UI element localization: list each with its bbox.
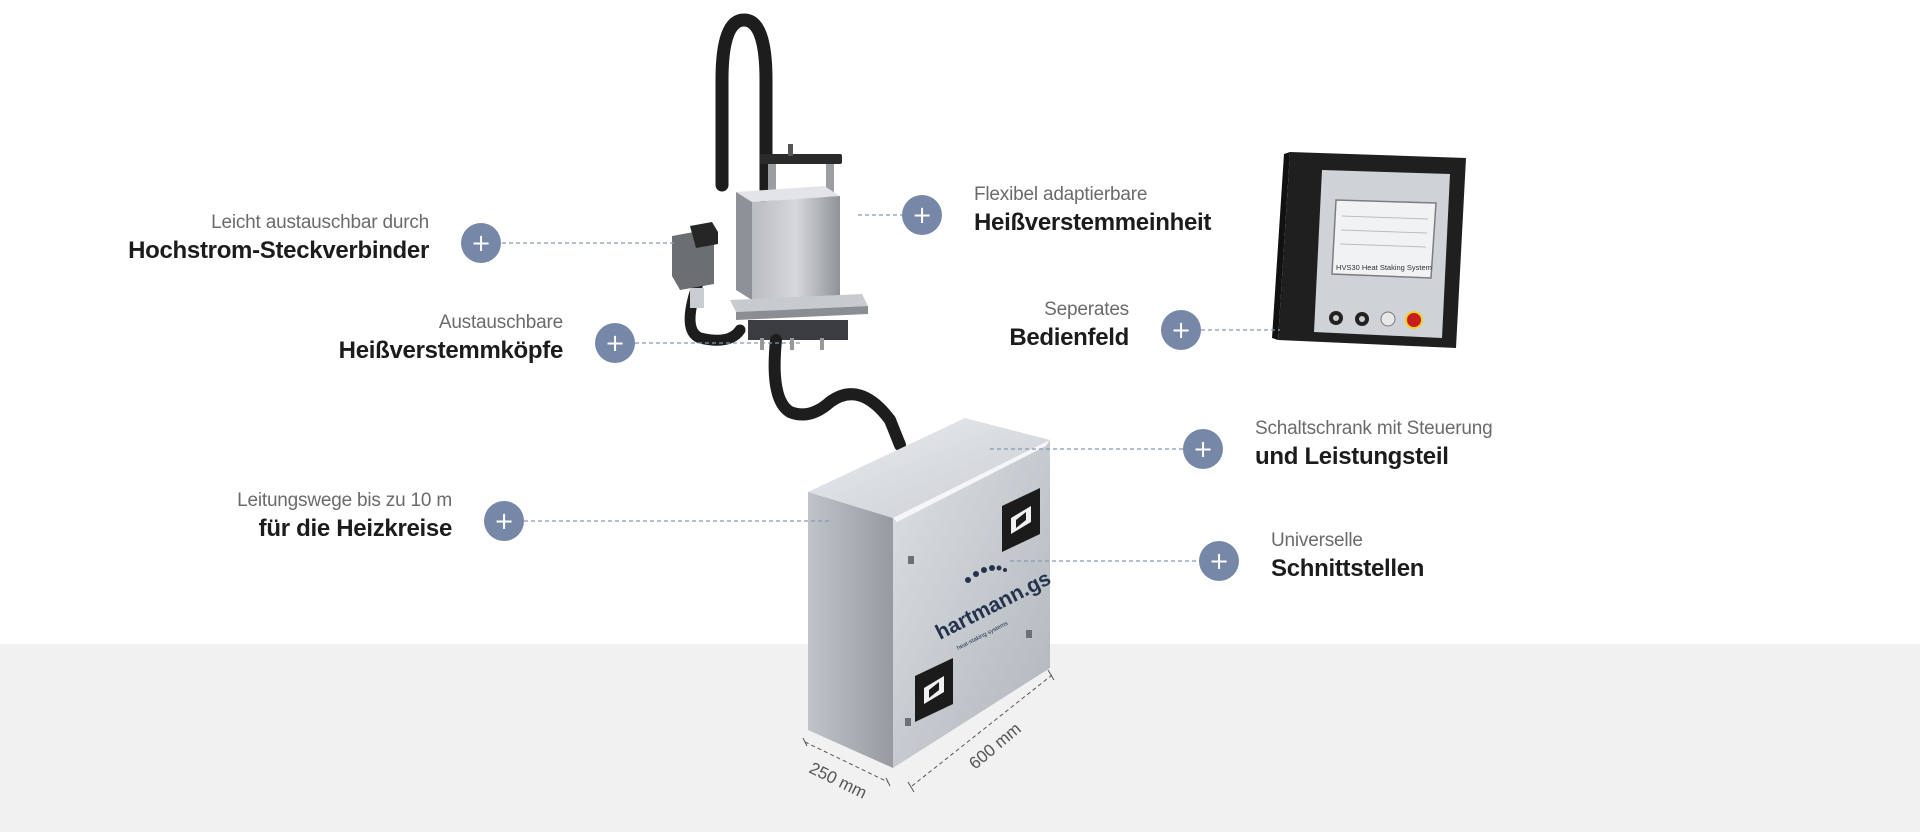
- plus-icon: +: [470, 229, 492, 257]
- steckverbinder-plus-button[interactable]: +: [461, 223, 501, 263]
- plus-icon: +: [493, 507, 515, 535]
- hotspot-subtitle: Leicht austauschbar durch: [211, 212, 429, 233]
- hotspot-label: Seperates Bedienfeld: [1009, 300, 1129, 350]
- hotspot-label: Austauschbare Heißverstemmköpfe: [338, 312, 564, 364]
- hotspot-subtitle: Leitungswege bis zu 10 m: [237, 490, 452, 511]
- hotspot-title: für die Heizkreise: [258, 515, 453, 542]
- hotspot-title: Hochstrom-Steckverbinder: [128, 237, 429, 264]
- heissverstemmeinheit-plus-button[interactable]: +: [902, 195, 942, 235]
- hotspot-title: Bedienfeld: [1009, 324, 1129, 351]
- hotspot-subtitle: Austauschbare: [438, 312, 563, 333]
- schnittstellen-plus-button[interactable]: +: [1199, 541, 1239, 581]
- hotspot-label: Leitungswege bis zu 10 m für die Heizkre…: [237, 491, 452, 541]
- plus-icon: +: [1208, 547, 1230, 575]
- hotspot-title: und Leistungsteil: [1255, 443, 1449, 470]
- plus-icon: +: [1192, 435, 1214, 463]
- hotspot-title: Schnittstellen: [1271, 555, 1425, 582]
- hotspot-label: Leicht austauschbar durch Hochstrom-Stec…: [128, 213, 429, 263]
- heizkoepfe-plus-button[interactable]: +: [595, 323, 635, 363]
- hotspot-subtitle: Flexibel adaptierbare: [974, 184, 1148, 205]
- heat-staking-unit: [672, 13, 906, 451]
- control-cabinet: hartmann.gs heat-staking systems: [808, 418, 1055, 768]
- leader-lines: [502, 214, 1280, 562]
- dimension-width-label: 600 mm: [965, 719, 1024, 773]
- hotspot-label: Flexibel adaptierbare Heißverstemmeinhei…: [974, 185, 1211, 235]
- hotspot-subtitle: Schaltschrank mit Steuerung: [1255, 418, 1493, 439]
- leitungswege-plus-button[interactable]: +: [484, 501, 524, 541]
- hotspot-subtitle: Seperates: [1044, 299, 1129, 320]
- plus-icon: +: [1170, 316, 1192, 344]
- dimension-depth-label: 250 mm: [806, 759, 870, 803]
- plus-icon: +: [604, 329, 626, 357]
- hotspot-subtitle: Universelle: [1271, 530, 1363, 551]
- hotspot-label: Schaltschrank mit Steuerung und Leistung…: [1255, 419, 1493, 469]
- hotspot-title: Heißverstemmeinheit: [974, 209, 1212, 236]
- schaltschrank-plus-button[interactable]: +: [1183, 429, 1223, 469]
- hotspot-label: Universelle Schnittstellen: [1271, 531, 1424, 581]
- dimension-lines: [802, 669, 1055, 793]
- bedienfeld-plus-button[interactable]: +: [1161, 310, 1201, 350]
- hotspot-title: Heißverstemmköpfe: [338, 337, 564, 364]
- operator-panel: HVS30 Heat Staking System: [1272, 152, 1466, 348]
- panel-screen-title: HVS30 Heat Staking System: [1336, 263, 1432, 272]
- plus-icon: +: [911, 201, 933, 229]
